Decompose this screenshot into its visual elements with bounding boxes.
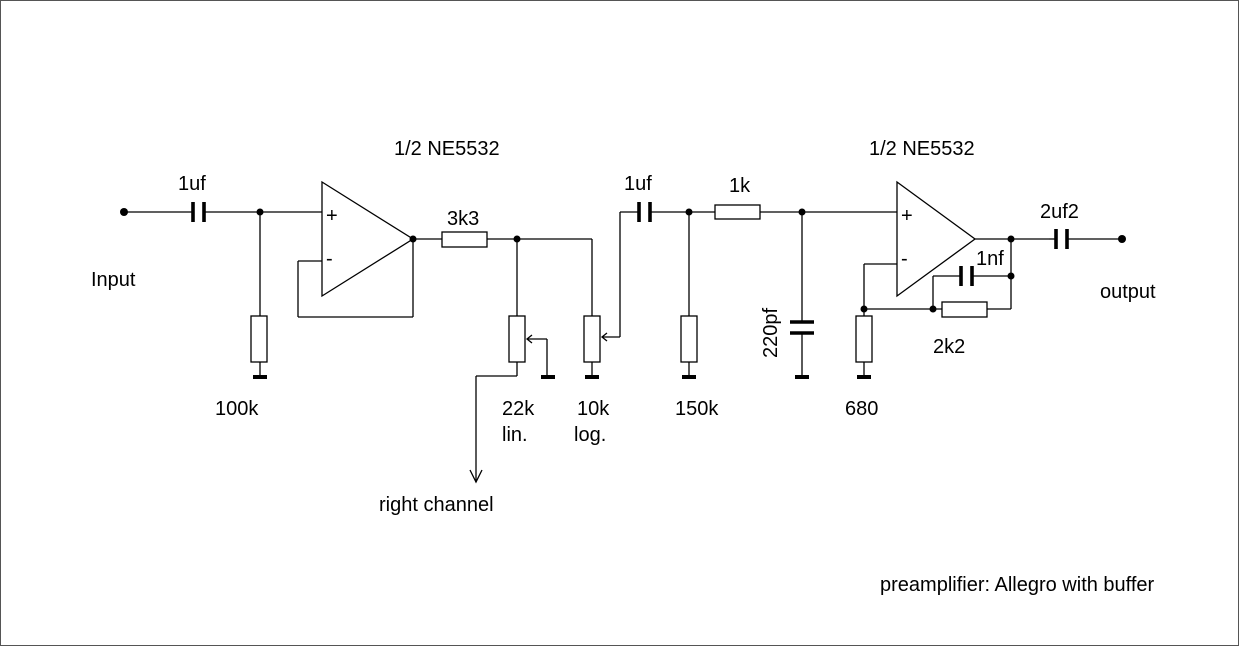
opamp-1-plus: + <box>326 205 338 227</box>
r-2k2-label: 2k2 <box>933 336 965 358</box>
c-mid-label: 1uf <box>624 173 652 195</box>
opamp-1-label: 1/2 NE5532 <box>394 138 500 160</box>
potentiometer-10k-log <box>583 211 638 379</box>
r-150k-label: 150k <box>675 398 719 420</box>
input-capacitor-1uf <box>191 202 206 222</box>
opamp-2-plus: + <box>901 205 913 227</box>
resistor-680 <box>855 315 873 363</box>
pot-10k-type: log. <box>574 424 606 446</box>
opamp-2 <box>855 180 1049 379</box>
c-220pf-label: 220pf <box>760 308 782 358</box>
coupling-capacitor-1uf <box>637 202 652 222</box>
c-out-label: 2uf2 <box>1040 201 1079 223</box>
r-680-label: 680 <box>845 398 878 420</box>
output-terminal[interactable] <box>1118 235 1126 243</box>
pot-22k-value: 22k <box>502 398 535 420</box>
resistor-150k <box>680 315 698 363</box>
resistor-1k <box>714 204 761 220</box>
opamp-1-minus: - <box>326 248 333 270</box>
resistor-2k2 <box>941 301 988 318</box>
opamp-2-minus: - <box>901 248 908 270</box>
input-label: Input <box>91 269 136 291</box>
r-3k3-label: 3k3 <box>447 208 479 230</box>
opamp-1 <box>297 180 442 318</box>
output-capacitor-2uf2 <box>1054 229 1069 249</box>
right-channel-label: right channel <box>379 494 494 516</box>
pot-22k-type: lin. <box>502 424 528 446</box>
pot-10k-value: 10k <box>577 398 610 420</box>
diagram-title: preamplifier: Allegro with buffer <box>880 574 1155 596</box>
capacitor-1nf <box>959 266 974 286</box>
r-100k-label: 100k <box>215 398 259 420</box>
resistor-100k <box>250 315 268 363</box>
resistor-3k3 <box>441 231 488 248</box>
opamp-2-label: 1/2 NE5532 <box>869 138 975 160</box>
potentiometer-22k-lin <box>469 239 555 484</box>
input-stage <box>120 202 322 379</box>
output-label: output <box>1100 281 1156 303</box>
c-1nf-label: 1nf <box>976 248 1004 270</box>
c-in-label: 1uf <box>178 173 206 195</box>
capacitor-220pf <box>790 212 814 379</box>
r-1k-label: 1k <box>729 175 751 197</box>
